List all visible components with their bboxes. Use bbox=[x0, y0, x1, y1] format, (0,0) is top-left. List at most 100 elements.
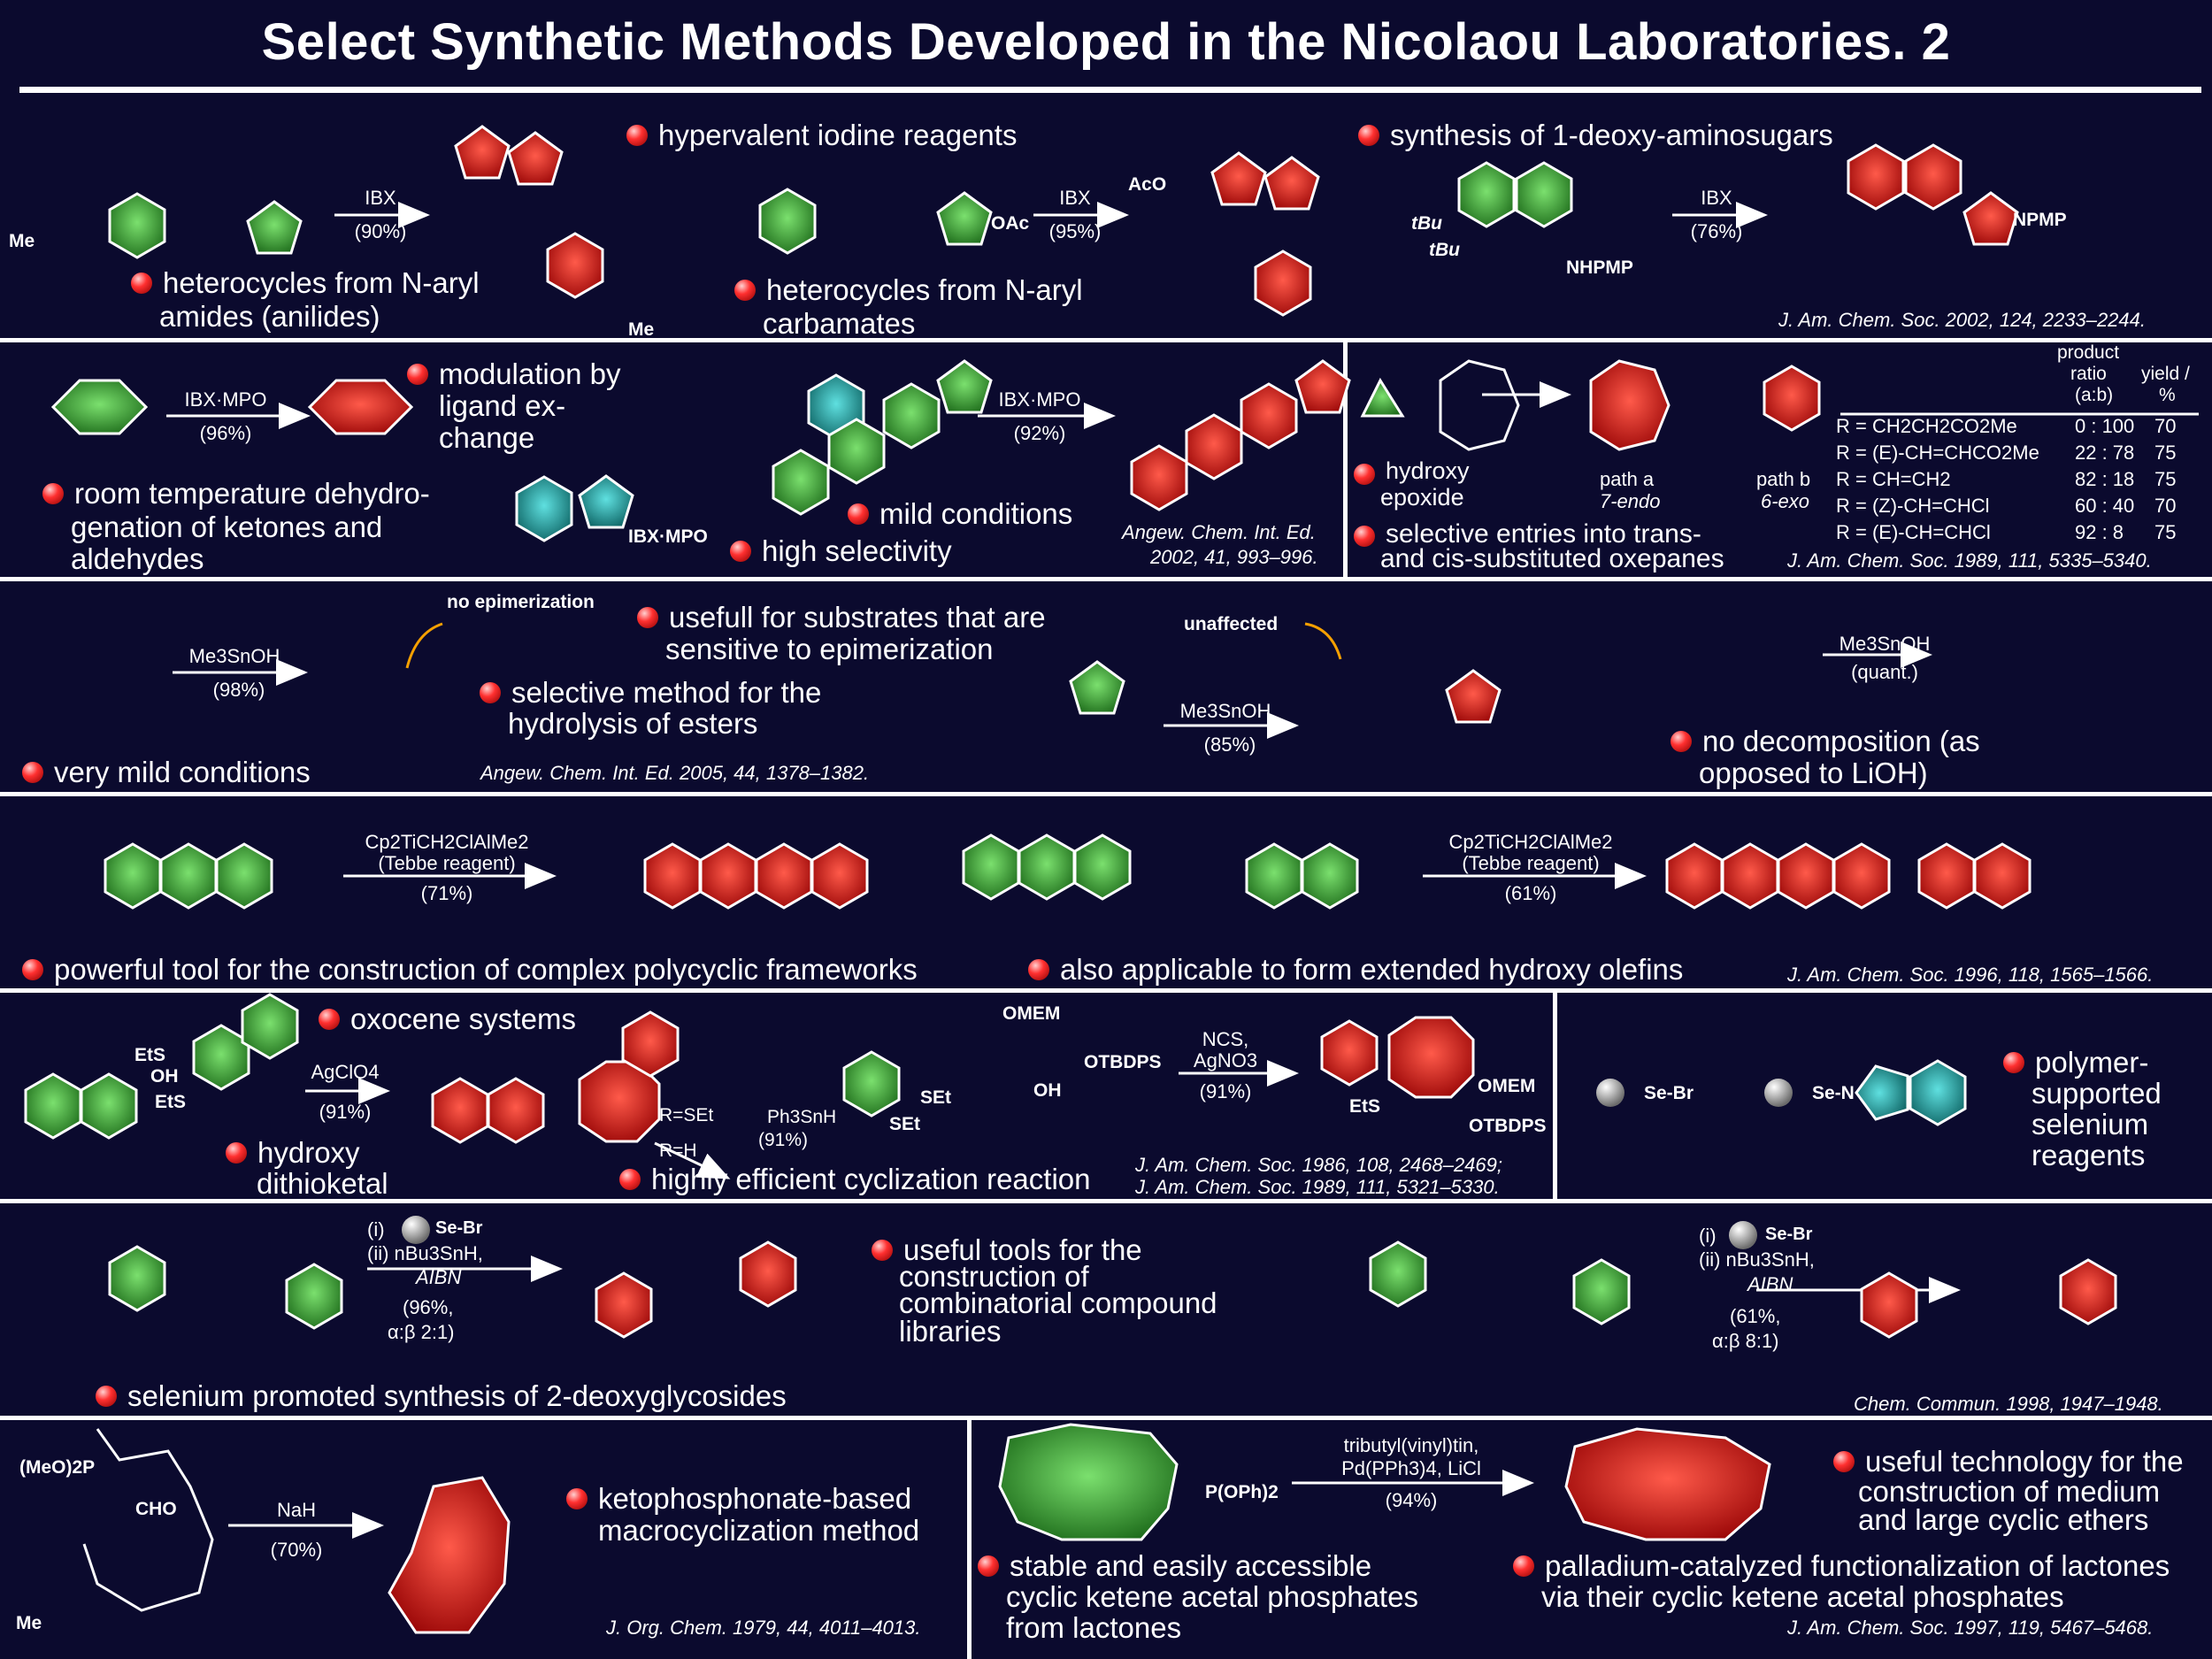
p6-label-ets1: EtS bbox=[134, 1045, 166, 1065]
p5-cond2-yield: (61%) bbox=[1504, 882, 1557, 904]
p5-cond1-reagent: Cp2TiCH2ClAlMe2 bbox=[365, 831, 529, 853]
p3-path-a: path a bbox=[1600, 468, 1655, 490]
p7-cond2-i: (i) bbox=[1699, 1225, 1717, 1247]
p1-cond-reagent: IBX bbox=[365, 187, 396, 209]
p3-note-1b: epoxide bbox=[1380, 484, 1464, 511]
p1-note-1b: amides (anilides) bbox=[159, 300, 380, 333]
p8-note-2b: cyclic ketene acetal phosphates bbox=[1006, 1580, 1418, 1613]
p6-label-set2: SEt bbox=[889, 1114, 921, 1134]
p6-label-oh2: OH bbox=[150, 1066, 179, 1087]
p8-note-3b: construction of medium bbox=[1858, 1475, 2161, 1508]
p8-label-me: Me bbox=[16, 1613, 42, 1633]
reaction-arrows bbox=[166, 202, 1961, 1539]
p6-note-3: highly efficient cyclization reaction bbox=[619, 1164, 1090, 1195]
p5-note-1: powerful tool for the construction of co… bbox=[22, 954, 918, 986]
p4-cond3-reagent: Me3SnOH bbox=[1839, 633, 1931, 655]
p1-label-npmp: NPMP bbox=[2013, 210, 2067, 230]
p6-side-rset: R=SEt bbox=[659, 1105, 714, 1125]
p8-cond2-tin: tributyl(vinyl)tin, bbox=[1343, 1434, 1479, 1456]
p5-cond1-yield: (71%) bbox=[420, 882, 473, 904]
p2-note-1a: room temperature dehydro- bbox=[42, 478, 430, 510]
p6-cond1-yield: (91%) bbox=[319, 1101, 372, 1123]
p3-path-b: path b bbox=[1756, 468, 1811, 490]
p8-note-3a: useful technology for the bbox=[1833, 1446, 2184, 1478]
p6-label-ets-product: EtS bbox=[1349, 1096, 1381, 1117]
p8-label-phosphate: P(OPh)2 bbox=[1205, 1482, 1279, 1502]
p3-note-2a: selective entries into trans- bbox=[1354, 519, 1701, 549]
p1-label-me1: Me bbox=[9, 231, 35, 251]
p7-citation: Chem. Commun. 1998, 1947–1948. bbox=[1854, 1393, 2163, 1415]
p3-table-head-ab: (a:b) bbox=[2075, 385, 2114, 405]
p6-side-rh: R=H bbox=[659, 1141, 697, 1161]
divider-5 bbox=[0, 988, 2212, 993]
divider-9 bbox=[967, 1416, 972, 1659]
p3-table-head-pct: % bbox=[2159, 385, 2176, 405]
title-rule bbox=[19, 87, 2201, 93]
p2-cond2-yield: (92%) bbox=[1013, 422, 1066, 444]
p1-note-2b: carbamates bbox=[763, 307, 916, 340]
p2-note-2c: change bbox=[439, 421, 535, 454]
p6-cond2-agno3: AgNO3 bbox=[1193, 1049, 1258, 1071]
p4-cond2-yield: (85%) bbox=[1203, 733, 1256, 756]
p2-note-1b: genation of ketones and bbox=[71, 511, 383, 543]
p1-label-aco: AcO bbox=[1128, 174, 1167, 195]
p4-cond3-yield: (quant.) bbox=[1851, 661, 1918, 683]
p1-cond2-reagent: IBX bbox=[1059, 187, 1091, 209]
p4-note-4b: opposed to LiOH) bbox=[1699, 757, 1928, 789]
p6-reagent-sen: Se-N bbox=[1812, 1083, 1855, 1103]
table-cell-substituent: R = (E)-CH=CHCO2Me bbox=[1836, 442, 2039, 464]
p8-note-4a: palladium-catalyzed functionalization of… bbox=[1513, 1550, 2170, 1582]
p4-cond-reagent: Me3SnOH bbox=[188, 645, 280, 667]
p7-note-2b: construction of bbox=[899, 1260, 1089, 1293]
p3-path-b-sub: 6-exo bbox=[1761, 490, 1810, 512]
p1-head-2: hypervalent iodine reagents bbox=[626, 119, 1017, 151]
p7-cond1-yield: (96%, bbox=[403, 1296, 454, 1318]
p8-note-2c: from lactones bbox=[1006, 1611, 1182, 1644]
p6-note-1: oxocene systems bbox=[319, 1003, 576, 1035]
p4-label-no-epimerization: no epimerization bbox=[447, 592, 595, 612]
p8-note-3c: and large cyclic ethers bbox=[1858, 1503, 2149, 1536]
divider-1 bbox=[0, 338, 2212, 342]
divider-8 bbox=[0, 1416, 2212, 1420]
p4-label-unaffected: unaffected bbox=[1184, 614, 1279, 634]
page-title: Select Synthetic Methods Developed in th… bbox=[261, 13, 1951, 71]
p2-note-2a: modulation by bbox=[407, 358, 620, 390]
p3-citation: J. Am. Chem. Soc. 1989, 111, 5335–5340. bbox=[1787, 549, 2152, 572]
p3-table-head-ratio: ratio bbox=[2070, 364, 2107, 384]
p6-cond1-reagent: AgClO4 bbox=[311, 1061, 380, 1083]
p5-cond1-tebbe: (Tebbe reagent) bbox=[378, 852, 516, 874]
divider-4 bbox=[0, 792, 2212, 796]
p6-label-ets2: EtS bbox=[155, 1092, 187, 1112]
p3-note-1a: hydroxy bbox=[1354, 457, 1470, 486]
p4-note-2b: sensitive to epimerization bbox=[665, 633, 994, 665]
p1-note-2a: heterocycles from N-aryl bbox=[734, 274, 1083, 306]
table-cell-ratio: 82 : 18 bbox=[2075, 468, 2135, 490]
p4-note-3b: hydrolysis of esters bbox=[508, 707, 758, 740]
p2-cond-yield: (96%) bbox=[199, 422, 252, 444]
p4-note-3a: selective method for the bbox=[480, 677, 821, 709]
p7-note-2a: useful tools for the bbox=[872, 1234, 1142, 1266]
p4-cond2-reagent: Me3SnOH bbox=[1179, 700, 1271, 722]
p2-cond2-reagent: IBX·MPO bbox=[998, 388, 1081, 411]
p2-note-2b: ligand ex- bbox=[439, 389, 566, 422]
p7-cond1-ratio: α:β 2:1) bbox=[388, 1321, 455, 1343]
p2-note-4: high selectivity bbox=[730, 535, 952, 567]
p7-note-2d: libraries bbox=[899, 1315, 1002, 1348]
p7-cond2-ii: (ii) nBu3SnH, bbox=[1699, 1248, 1815, 1271]
p4-cond-yield: (98%) bbox=[212, 679, 265, 701]
table-cell-substituent: R = (E)-CH=CHCl bbox=[1836, 521, 1991, 543]
table-cell-substituent: R = (Z)-CH=CHCl bbox=[1836, 495, 1990, 517]
p1-note-1a: heterocycles from N-aryl bbox=[131, 267, 480, 299]
p6-label-otbdps2: OTBDPS bbox=[1469, 1116, 1547, 1136]
p4-note-4a: no decomposition (as bbox=[1671, 726, 1980, 757]
p1-citation: J. Am. Chem. Soc. 2002, 124, 2233–2244. bbox=[1778, 309, 2147, 331]
p6-cond2-yield: (91%) bbox=[1199, 1080, 1252, 1102]
p2-citation-a: Angew. Chem. Int. Ed. bbox=[1122, 521, 1316, 543]
p5-citation: J. Am. Chem. Soc. 1996, 118, 1565–1566. bbox=[1787, 964, 2154, 986]
p1-cond2-yield: (95%) bbox=[1048, 220, 1102, 242]
p8-cond2-yield: (94%) bbox=[1385, 1489, 1438, 1511]
p1-label-tbu2: tBu bbox=[1429, 240, 1460, 260]
table-cell-yield: 75 bbox=[2154, 442, 2177, 464]
p8-note-2a: stable and easily accessible bbox=[978, 1550, 1371, 1582]
p8-note-1a: ketophosphonate-based bbox=[566, 1483, 911, 1515]
